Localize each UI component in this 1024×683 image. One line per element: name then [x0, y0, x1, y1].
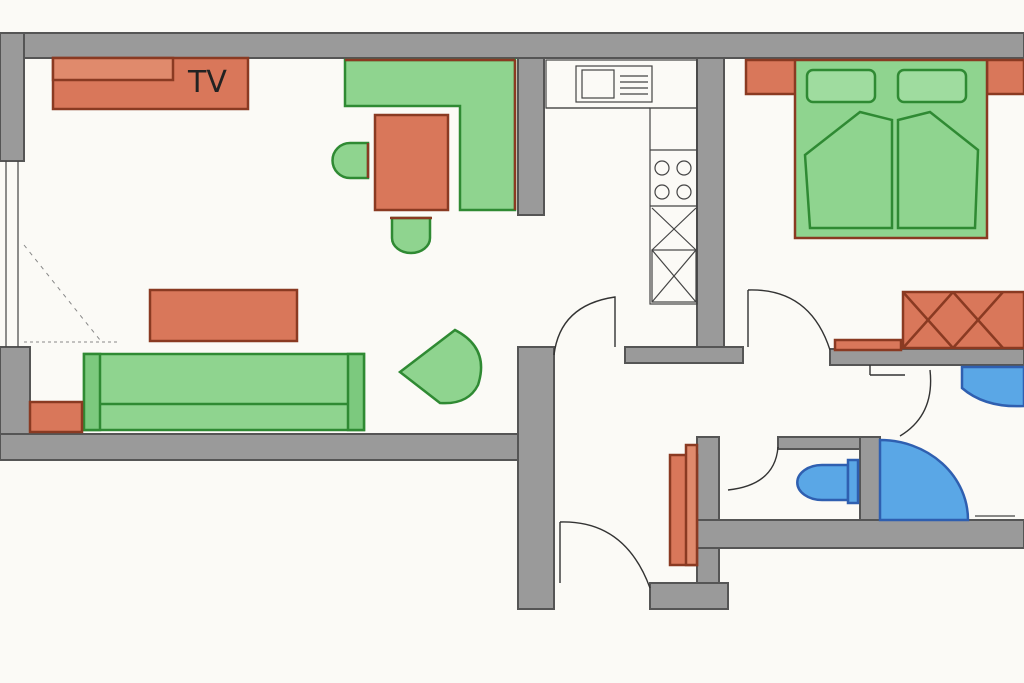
tv-label: TV: [187, 65, 227, 100]
wall-top: [0, 32, 1024, 59]
window-left: [5, 161, 120, 347]
wall-living-right-upper: [517, 57, 545, 216]
coat-rack: [668, 443, 699, 567]
wall-bath-top: [777, 436, 861, 450]
door-wc: [727, 446, 779, 491]
wall-bath-divider: [859, 436, 881, 526]
doors: [553, 289, 932, 589]
sofa: [82, 352, 366, 432]
dining-table: [373, 113, 450, 212]
door-living: [553, 296, 616, 356]
armchair: [397, 328, 483, 405]
kitchen-counter: [545, 59, 698, 305]
toilet: [796, 458, 860, 505]
door-entrance: [559, 521, 651, 589]
corner-bench: [343, 58, 517, 212]
washbasin: [960, 365, 1024, 408]
wall-hall-left: [517, 346, 555, 610]
dining-chair-left: [331, 141, 370, 180]
fridge: [651, 207, 697, 303]
wall-bath-bottom: [696, 519, 1024, 549]
side-cabinet: [28, 400, 84, 434]
walls: [0, 32, 1024, 610]
dining-chair-bottom: [390, 216, 432, 255]
door-bath: [899, 369, 932, 437]
stove: [650, 149, 697, 207]
wall-kitchen-right: [696, 57, 725, 362]
wall-bedroom-bottom: [829, 348, 1024, 366]
door-bedroom: [747, 289, 831, 351]
wardrobe: [901, 290, 1024, 350]
wall-living-bottom: [0, 433, 546, 461]
wall-hall-bottom: [649, 582, 729, 610]
shower: [878, 438, 970, 522]
kitchen-sink: [575, 65, 653, 103]
double-bed: [793, 58, 989, 240]
nightstand-right: [985, 58, 1024, 96]
dresser: [833, 338, 903, 352]
wall-left-upper: [0, 32, 25, 162]
nightstand-left: [744, 58, 798, 96]
tv-cabinet: TV: [51, 56, 250, 111]
coffee-table: [148, 288, 299, 343]
wall-kitchen-bottom: [624, 346, 744, 364]
